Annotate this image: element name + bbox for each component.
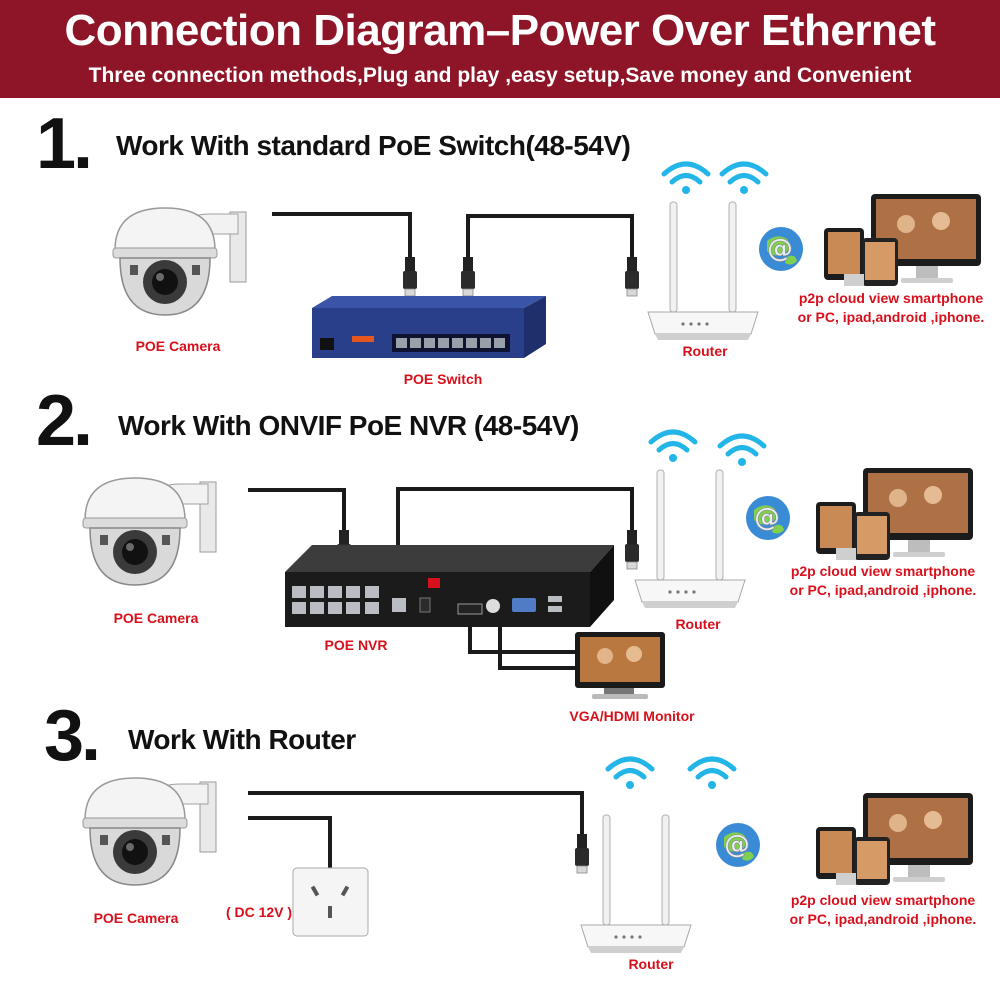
section1-plug-3 [624, 256, 640, 297]
section1-heading: Work With standard PoE Switch(48-54V) [116, 130, 631, 161]
section3-wifi-right [690, 759, 734, 789]
section2-devices-label: p2p cloud view smartphone or PC, ipad,an… [778, 562, 988, 600]
section3-devices [816, 793, 973, 885]
section3-cloud-icon [715, 822, 761, 868]
section3-camera [82, 777, 217, 886]
section2-monitor-label: VGA/HDMI Monitor [569, 708, 695, 724]
section1-plug-2 [460, 256, 476, 297]
section3-wifi-left [608, 759, 652, 789]
section2-cables [248, 487, 634, 670]
section1-router [647, 201, 759, 341]
section1-devices-line1: p2p cloud view smartphone [798, 290, 984, 306]
section1-camera-label: POE Camera [135, 338, 221, 354]
section2-router-label: Router [675, 616, 721, 632]
section1-switch-label: POE Switch [403, 371, 483, 387]
section1-wifi-right [722, 164, 766, 194]
section2-router [634, 469, 746, 609]
section3-devices-label: p2p cloud view smartphone or PC, ipad,an… [778, 891, 988, 929]
section2-camera [82, 477, 217, 586]
section3-camera-label: POE Camera [93, 910, 179, 926]
section3-plug-1 [574, 833, 590, 874]
section1-cables [272, 212, 634, 262]
diagram-subtitle: Three connection methods,Plug and play ,… [88, 64, 912, 87]
section3-number: 3. [44, 696, 101, 776]
section1-devices [824, 194, 981, 286]
section2-nvr-label: POE NVR [324, 637, 388, 653]
section1-cloud-icon [758, 226, 804, 272]
section1-router-label: Router [682, 343, 728, 359]
section1-number: 1. [36, 104, 93, 184]
section3-router-label: Router [628, 956, 674, 972]
section2-cloud-icon [745, 495, 791, 541]
section2-heading: Work With ONVIF PoE NVR (48-54V) [118, 410, 579, 441]
section3-heading: Work With Router [128, 724, 356, 755]
header-banner: Connection Diagram–Power Over Ethernet T… [0, 0, 1000, 98]
section2-number: 2. [36, 381, 93, 461]
section1-camera [112, 207, 247, 316]
section3-devices-line2: or PC, ipad,android ,iphone. [789, 911, 977, 927]
diagram-title: Connection Diagram–Power Over Ethernet [64, 6, 937, 55]
poe-nvr [285, 545, 614, 627]
section2-plug-3 [624, 529, 640, 570]
section2-devices-line2: or PC, ipad,android ,iphone. [789, 582, 977, 598]
section2-wifi-left [651, 432, 695, 462]
vga-hdmi-monitor [575, 632, 665, 699]
section1-plug-1 [402, 256, 418, 297]
section3-devices-line1: p2p cloud view smartphone [790, 892, 976, 908]
section3-power-label: ( DC 12V ) [225, 904, 293, 920]
section3-cables [248, 791, 584, 868]
section3-router [580, 814, 692, 954]
poe-switch [312, 296, 546, 358]
dc-power-outlet [292, 867, 369, 937]
section2-devices [816, 468, 973, 560]
section2-devices-line1: p2p cloud view smartphone [790, 563, 976, 579]
section2-camera-label: POE Camera [113, 610, 199, 626]
section2-wifi-right [720, 436, 764, 466]
section1-devices-line2: or PC, ipad,android ,iphone. [797, 309, 985, 325]
section1-wifi-left [664, 164, 708, 194]
section1-devices-label: p2p cloud view smartphone or PC, ipad,an… [786, 289, 996, 327]
